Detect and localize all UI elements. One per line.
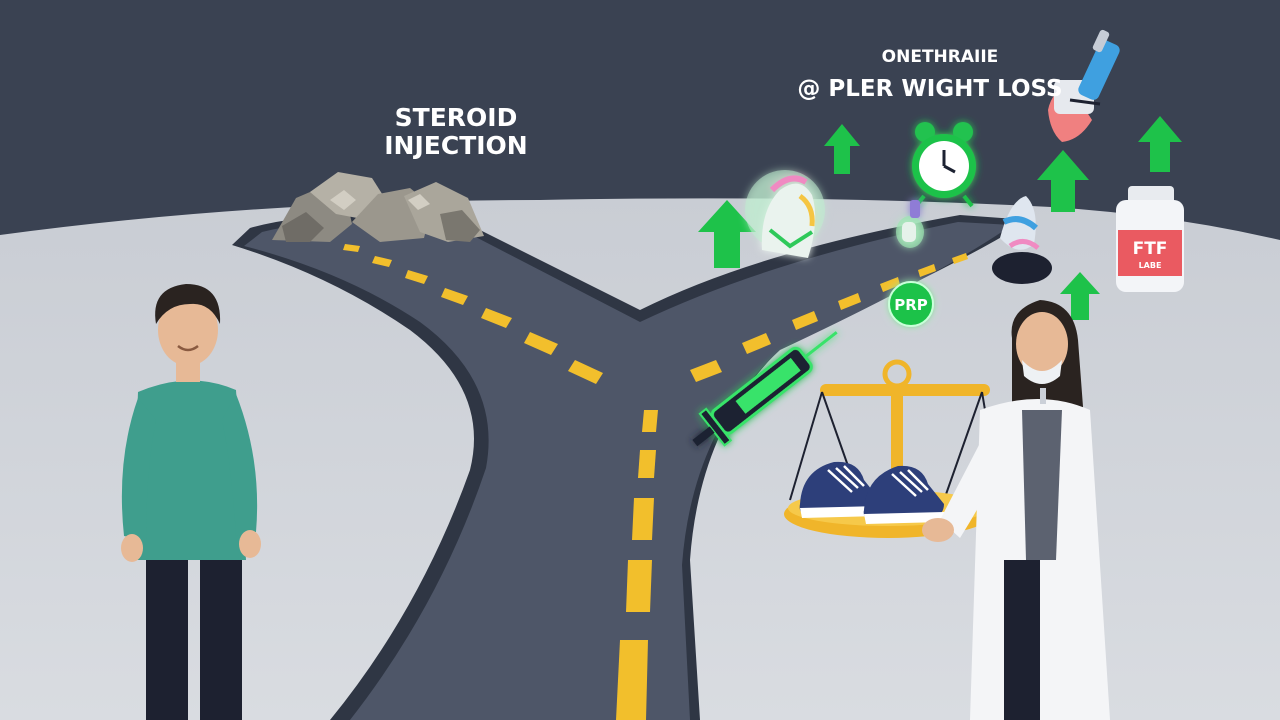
prp-badge-label: PRP: [894, 296, 928, 314]
rock-pile-icon: [272, 172, 484, 242]
bottle-label-main: FTF: [1133, 239, 1168, 259]
syringe-icon: [692, 331, 838, 447]
right-label-line1: ONETHRAIIE: [882, 47, 999, 67]
up-arrow-icon: [1138, 116, 1182, 172]
sneaker-icon: [863, 465, 944, 524]
alarm-clock-icon: [912, 122, 976, 208]
prp-badge: PRP: [888, 281, 934, 327]
road: [244, 222, 1012, 720]
doctor-figure: [922, 300, 1110, 720]
road-dashes: [343, 244, 968, 720]
left-label-line1: STEROID: [395, 103, 518, 132]
up-arrow-icon: [824, 124, 860, 174]
right-label-line2: @ PLER WIGHT LOSS: [797, 76, 1062, 102]
medicine-bottle-icon: FTF LABE: [1116, 186, 1184, 292]
knee-model-icon: [896, 200, 924, 248]
knee-model-icon: [745, 170, 825, 258]
man-figure: [121, 284, 261, 720]
bottle-label-sub: LABE: [1139, 261, 1162, 270]
sneaker-icon: [799, 461, 880, 518]
knee-model-icon: [1048, 29, 1120, 142]
up-arrow-icon: [698, 200, 756, 268]
left-label-line2: INJECTION: [384, 131, 527, 160]
up-arrow-icon: [1037, 150, 1089, 212]
up-arrow-icon: [1060, 272, 1100, 320]
up-arrow-icons: [698, 116, 1182, 320]
knee-model-icon: [992, 196, 1052, 284]
